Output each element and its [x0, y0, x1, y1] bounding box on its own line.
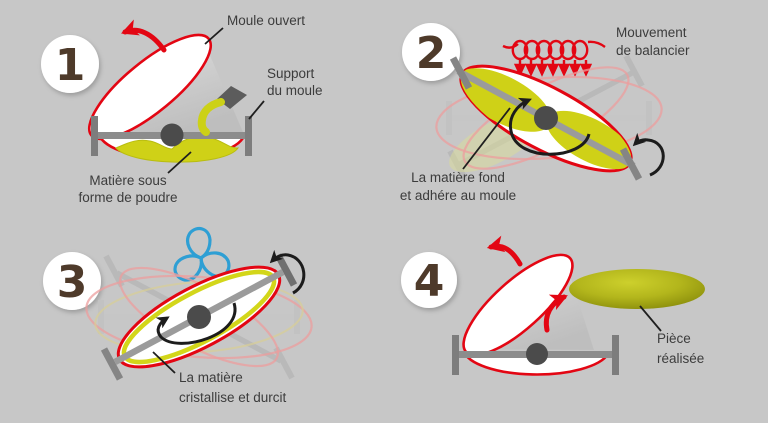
ghost-cap: [623, 54, 645, 88]
leader-line: [462, 107, 511, 170]
eject-arrow-icon: [543, 294, 568, 333]
pivot: [526, 343, 548, 365]
open-arrow-icon: [486, 235, 523, 267]
pivot: [534, 106, 558, 130]
support-cap-right: [612, 335, 619, 375]
label-matiere-poudre-2: forme de poudre: [78, 190, 177, 205]
pivot: [160, 123, 184, 147]
step-2: 2: [400, 23, 690, 203]
support-cap-left: [452, 335, 459, 375]
label-mouvement-2: de balancier: [616, 43, 690, 58]
label-matiere-fond: La matière fond: [411, 170, 505, 185]
support-cap-right: [245, 116, 252, 156]
leader-line: [152, 351, 176, 374]
axle-cap-left: [449, 56, 473, 90]
step-3: 3 La matière c: [43, 226, 313, 405]
step-2-badge: [402, 23, 460, 81]
rotation-arrow-icon: [508, 97, 591, 156]
heat-arrows-icon: [513, 60, 593, 77]
ghost-mold-outline: [435, 75, 663, 161]
axle-cap-left: [100, 347, 124, 381]
step-4-badge: [401, 252, 457, 308]
powder-stream: [197, 98, 225, 136]
step-3-number: 3: [57, 257, 88, 308]
label-support-du-moule: Support: [267, 66, 315, 81]
step-2-number: 2: [416, 28, 447, 79]
finished-piece: [569, 269, 705, 309]
step-1-badge: [41, 35, 99, 93]
label-cristallise: La matière: [179, 370, 243, 385]
open-arrow-icon: [121, 19, 167, 53]
axis-rotation-arrow-icon: [269, 249, 306, 295]
label-mouvement: Mouvement: [616, 25, 687, 40]
heating-coil-icon: [502, 39, 606, 61]
label-cristallise-2: cristallise et durcit: [179, 390, 287, 405]
axle-cap-right: [619, 147, 643, 181]
label-matiere-fond-2: et adhére au moule: [400, 188, 516, 203]
leader-line: [248, 100, 265, 120]
label-matiere-poudre: Matière sous: [89, 173, 167, 188]
pivot: [187, 305, 211, 329]
axis-rotation-arrow-icon: [632, 132, 665, 177]
leader-line: [167, 151, 192, 174]
leader-line: [204, 27, 224, 45]
support-cap-left: [91, 116, 98, 156]
step-4: 4 Pièce réalisée: [401, 235, 705, 376]
label-piece-realisee-2: réalisée: [657, 351, 704, 366]
ghost-mold-outline: [85, 274, 313, 360]
step-1: 1 Moule ouvert Support du moule Matière …: [41, 13, 323, 205]
rotation-arrow-icon: [155, 302, 237, 345]
step-4-number: 4: [414, 256, 445, 307]
step-1-number: 1: [55, 40, 86, 91]
label-support-du-moule-2: du moule: [267, 83, 323, 98]
step-3-badge: [43, 252, 101, 310]
leader-line: [639, 305, 662, 332]
label-piece-realisee: Pièce: [657, 331, 691, 346]
label-moule-ouvert: Moule ouvert: [227, 13, 305, 28]
